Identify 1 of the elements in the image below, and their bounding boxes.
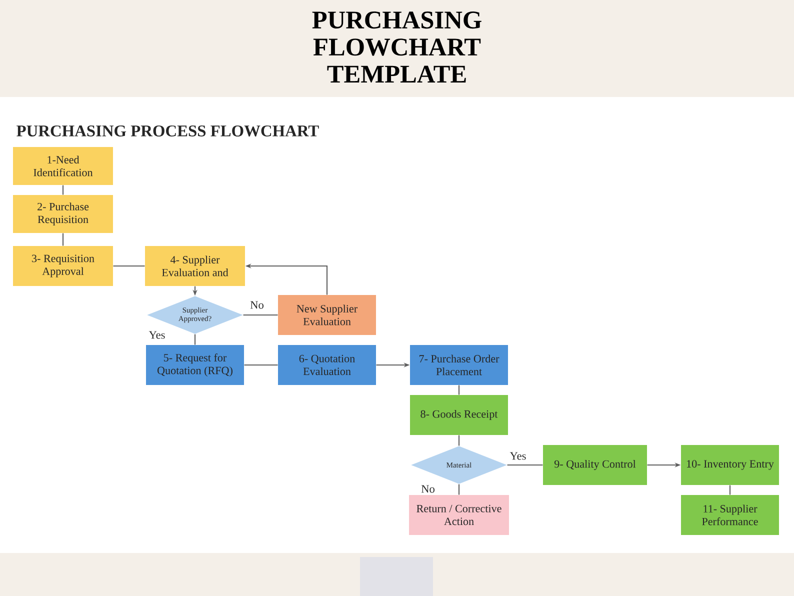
title: PURCHASING FLOWCHART TEMPLATE — [312, 12, 482, 82]
